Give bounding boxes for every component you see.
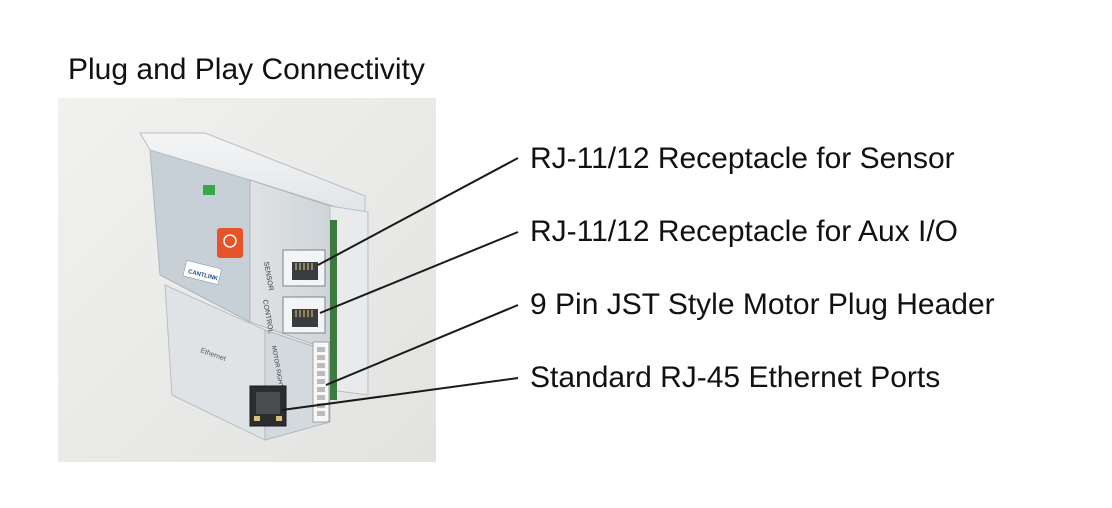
callout-aux-receptacle: RJ-11/12 Receptacle for Aux I/O xyxy=(530,215,958,248)
leader-line-aux xyxy=(319,231,519,314)
callout-motor-header: 9 Pin JST Style Motor Plug Header xyxy=(530,288,995,321)
pcb-edge xyxy=(330,220,337,400)
brand-plate xyxy=(182,259,223,285)
rj11-sensor-contacts xyxy=(295,263,313,270)
badge-icon xyxy=(223,234,237,248)
page-title: Plug and Play Connectivity xyxy=(68,53,425,86)
leader-line-motor xyxy=(325,304,519,386)
rj45-led-right xyxy=(276,416,282,421)
callout-sensor-receptacle: RJ-11/12 Receptacle for Sensor xyxy=(530,142,955,175)
rj45-opening xyxy=(256,392,280,414)
rj11-aux-contacts xyxy=(295,310,313,317)
callout-ethernet-ports: Standard RJ-45 Ethernet Ports xyxy=(530,361,941,394)
leader-line-ethernet xyxy=(281,377,519,411)
leader-line-sensor xyxy=(317,157,519,266)
rj45-led-left xyxy=(254,416,260,421)
orange-badge xyxy=(217,228,243,258)
status-led xyxy=(203,185,215,195)
